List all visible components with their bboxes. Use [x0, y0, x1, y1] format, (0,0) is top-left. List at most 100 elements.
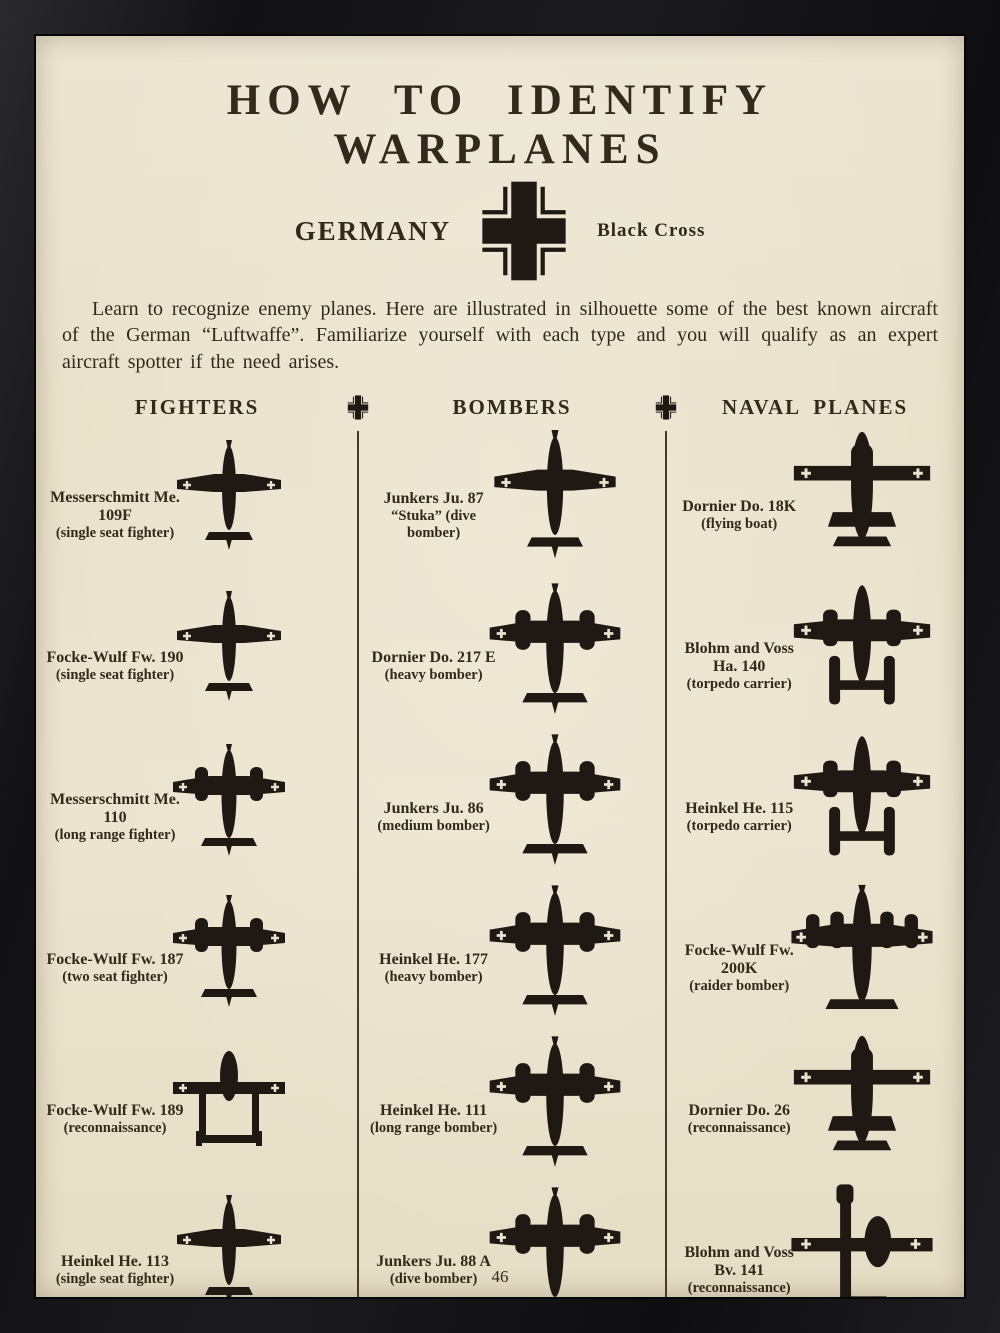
plane-name: Junkers Ju. 88 A — [376, 1253, 491, 1271]
plane-cell: Heinkel He. 115(torpedo carrier) — [666, 726, 964, 877]
plane-label: Dornier Do. 217 E(heavy bomber) — [364, 649, 503, 684]
airplane-silhouette-icon — [789, 729, 935, 875]
plane-cell: Focke-Wulf Fw. 200K(raider bomber) — [666, 877, 964, 1028]
plane-name: Junkers Ju. 87 — [383, 489, 484, 507]
plane-role: (heavy bomber) — [384, 667, 483, 684]
plane-cell: Messerschmitt Me. 109F(single seat fight… — [36, 424, 358, 575]
plane-cell: Dornier Do. 26(reconnaissance) — [666, 1028, 964, 1179]
plane-role: (torpedo carrier) — [686, 676, 792, 693]
plane-cell: Focke-Wulf Fw. 189(reconnaissance) — [36, 1028, 358, 1179]
plane-label: Blohm and Voss Bv. 141(reconnaissance) — [672, 1244, 806, 1297]
silhouette-chart: FIGHTERS Messerschmitt Me. 109F(single s… — [36, 395, 964, 1297]
airplane-silhouette-icon — [789, 578, 935, 724]
plane-cell: Junkers Ju. 86(medium bomber) — [358, 726, 666, 877]
plane-label: Heinkel He. 111(long range bomber) — [364, 1102, 503, 1137]
plane-cell: Messerschmitt Me. 110(long range fighter… — [36, 726, 358, 877]
airplane-silhouette-icon — [485, 1034, 625, 1174]
plane-name: Focke-Wulf Fw. 187 — [46, 951, 184, 969]
airplane-silhouette-icon — [485, 732, 625, 872]
plane-label: Heinkel He. 115(torpedo carrier) — [672, 800, 806, 835]
column-header: NAVAL PLANES — [721, 395, 909, 420]
plane-name: Dornier Do. 26 — [688, 1102, 790, 1120]
plane-name: Focke-Wulf Fw. 189 — [46, 1102, 184, 1120]
airplane-silhouette-icon — [789, 1031, 935, 1177]
plane-name: Messerschmitt Me. 110 — [50, 791, 180, 827]
plane-role: (single seat fighter) — [55, 667, 175, 684]
plane-list: Junkers Ju. 87“Stuka” (dive bomber) Dorni… — [358, 424, 666, 1297]
airplane-silhouette-icon — [485, 581, 625, 721]
plane-label: Heinkel He. 177(heavy bomber) — [364, 951, 503, 986]
plane-name: Heinkel He. 115 — [685, 800, 794, 818]
page-title: HOW TO IDENTIFY WARPLANES — [226, 77, 774, 173]
plane-label: Junkers Ju. 86(medium bomber) — [364, 800, 503, 835]
plane-cell: Heinkel He. 113(single seat fighter) — [36, 1179, 358, 1297]
plane-role: (long range fighter) — [54, 827, 176, 844]
plane-label: Messerschmitt Me. 110(long range fighter… — [42, 791, 187, 844]
plane-cell: Junkers Ju. 88 A(dive bomber) — [358, 1179, 666, 1297]
plane-name: Heinkel He. 111 — [380, 1102, 488, 1120]
plane-list: Dornier Do. 18K(flying boat) Blohm and Vo… — [666, 424, 964, 1297]
plane-name: Junkers Ju. 86 — [383, 800, 484, 818]
plane-label: Focke-Wulf Fw. 189(reconnaissance) — [42, 1102, 187, 1137]
plane-list: Messerschmitt Me. 109F(single seat fight… — [36, 424, 358, 1297]
plane-name: Blohm and Voss Ha. 140 — [684, 640, 794, 676]
plane-role: (reconnaissance) — [687, 1280, 791, 1297]
plane-label: Dornier Do. 26(reconnaissance) — [672, 1102, 806, 1137]
plane-cell: Heinkel He. 177(heavy bomber) — [358, 877, 666, 1028]
plane-label: Focke-Wulf Fw. 187(two seat fighter) — [42, 951, 187, 986]
plane-label: Heinkel He. 113(single seat fighter) — [42, 1253, 187, 1288]
plane-role: (raider bomber) — [689, 978, 790, 995]
plane-name: Dornier Do. 217 E — [371, 649, 496, 667]
plane-role: (heavy bomber) — [384, 969, 483, 986]
plane-role: (single seat fighter) — [55, 525, 175, 542]
plane-label: Blohm and Voss Ha. 140(torpedo carrier) — [672, 640, 806, 693]
plane-cell: Focke-Wulf Fw. 187(two seat fighter) — [36, 877, 358, 1028]
column-divider — [357, 431, 360, 1297]
plane-cell: Junkers Ju. 87“Stuka” (dive bomber) — [358, 424, 666, 575]
plane-label: Junkers Ju. 88 A(dive bomber) — [364, 1253, 503, 1288]
plane-role: (single seat fighter) — [55, 1271, 175, 1288]
country-label: GERMANY — [294, 215, 452, 246]
plane-label: Focke-Wulf Fw. 200K(raider bomber) — [672, 942, 806, 995]
insignia-label: Black Cross — [597, 220, 706, 241]
airplane-silhouette-icon — [485, 883, 625, 1023]
plane-name: Focke-Wulf Fw. 190 — [46, 649, 184, 667]
plane-role: (flying boat) — [701, 516, 778, 533]
black-cross-icon — [477, 180, 571, 282]
column-header: FIGHTERS — [134, 395, 260, 420]
plane-role: (reconnaissance) — [687, 1120, 791, 1137]
plane-label: Messerschmitt Me. 109F(single seat fight… — [42, 489, 187, 542]
plane-label: Dornier Do. 18K(flying boat) — [672, 498, 806, 533]
black-cross-icon — [655, 395, 678, 420]
black-cross-icon — [347, 395, 370, 420]
plane-role: (medium bomber) — [377, 818, 490, 835]
plane-name: Dornier Do. 18K — [682, 498, 797, 516]
plane-role: (torpedo carrier) — [686, 818, 792, 835]
plane-cell: Heinkel He. 111(long range bomber) — [358, 1028, 666, 1179]
plane-cell: Blohm and Voss Bv. 141(reconnaissance) — [666, 1179, 964, 1297]
plane-role: (long range bomber) — [369, 1120, 498, 1137]
plane-cell: Dornier Do. 217 E(heavy bomber) — [358, 575, 666, 726]
plane-name: Blohm and Voss Bv. 141 — [684, 1244, 794, 1280]
column-bombers: BOMBERS Junkers Ju. 87“Stuka” (dive bomb… — [358, 395, 666, 1297]
airplane-silhouette-icon — [789, 880, 935, 1026]
plane-role: (reconnaissance) — [63, 1120, 167, 1137]
plane-cell: Focke-Wulf Fw. 190(single seat fighter) — [36, 575, 358, 726]
plane-cell: Dornier Do. 18K(flying boat) — [666, 424, 964, 575]
plane-name: Messerschmitt Me. 109F — [50, 489, 180, 525]
plane-name: Focke-Wulf Fw. 200K — [684, 942, 794, 978]
plane-role: (dive bomber) — [389, 1271, 478, 1288]
plane-cell: Blohm and Voss Ha. 140(torpedo carrier) — [666, 575, 964, 726]
column-divider — [665, 431, 668, 1297]
plane-role: (two seat fighter) — [62, 969, 168, 986]
plane-label: Focke-Wulf Fw. 190(single seat fighter) — [42, 649, 187, 684]
plane-name: Heinkel He. 177 — [379, 951, 489, 969]
page-number: 46 — [491, 1267, 509, 1286]
plane-role: “Stuka” (dive bomber) — [391, 507, 477, 541]
column-fighters: FIGHTERS Messerschmitt Me. 109F(single s… — [36, 395, 358, 1297]
poster-page: HOW TO IDENTIFY WARPLANES GERMANY Black … — [36, 36, 964, 1297]
airplane-silhouette-icon — [485, 430, 625, 570]
column-naval-planes: NAVAL PLANES Dornier Do. 18K(flying boat… — [666, 395, 964, 1297]
airplane-silhouette-icon — [789, 427, 935, 573]
